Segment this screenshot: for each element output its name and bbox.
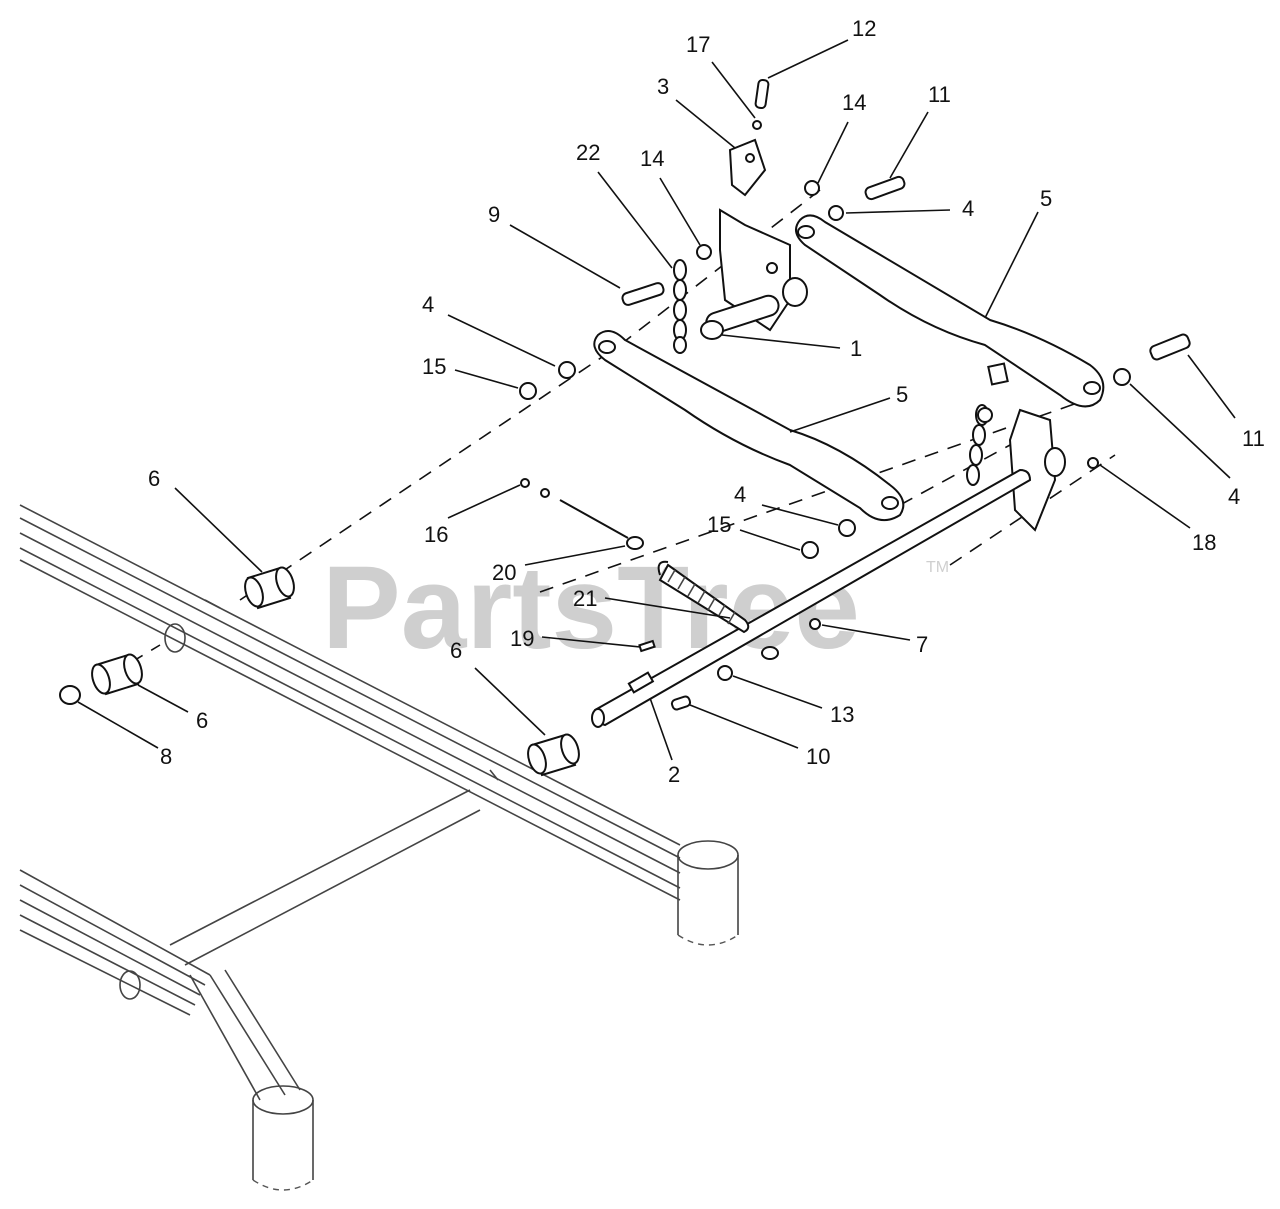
callout-15-left: 15 [422, 354, 446, 379]
chain-left [673, 259, 687, 354]
callout-7: 7 [916, 632, 928, 657]
callout-11-top: 11 [928, 82, 951, 107]
callout-10: 10 [806, 744, 830, 769]
callout-1: 1 [850, 336, 862, 361]
callout-15-mid: 15 [707, 512, 731, 537]
callout-2: 2 [668, 762, 680, 787]
callout-19: 19 [510, 626, 534, 651]
callout-6-left: 6 [196, 708, 208, 733]
leader-lines [77, 39, 1236, 761]
callout-5-mid: 5 [896, 382, 908, 407]
clevis [728, 138, 767, 197]
callout-6-top: 6 [148, 466, 160, 491]
lift-link-upper [795, 214, 1105, 408]
callout-4-top: 4 [962, 196, 974, 221]
hardware [59, 78, 1191, 711]
callout-22: 22 [576, 140, 600, 165]
callout-14-mid: 14 [640, 146, 664, 171]
lift-spring [657, 560, 750, 634]
callout-18: 18 [1192, 530, 1216, 555]
callout-labels: 12 17 3 14 11 22 14 4 5 9 4 1 15 5 11 6 … [148, 16, 1265, 787]
callout-17: 17 [686, 32, 710, 57]
lift-link-lower [593, 330, 905, 522]
mower-frame [19, 504, 739, 1191]
callout-12: 12 [852, 16, 876, 41]
bushings [91, 566, 580, 777]
pivot-bracket-right [1008, 408, 1057, 532]
callout-5-top: 5 [1040, 186, 1052, 211]
callout-6-mid: 6 [450, 638, 462, 663]
callout-14-top: 14 [842, 90, 866, 115]
watermark-trademark: TM [926, 559, 949, 576]
callout-16: 16 [424, 522, 448, 547]
callout-11-right: 11 [1242, 426, 1265, 451]
callout-9: 9 [488, 202, 500, 227]
callout-21: 21 [573, 586, 597, 611]
callout-4-right: 4 [1228, 484, 1240, 509]
callout-8: 8 [160, 744, 172, 769]
callout-20: 20 [492, 560, 516, 585]
callout-3: 3 [657, 74, 669, 99]
callout-4-left: 4 [422, 292, 434, 317]
callout-13: 13 [830, 702, 854, 727]
callout-4-mid: 4 [734, 482, 746, 507]
